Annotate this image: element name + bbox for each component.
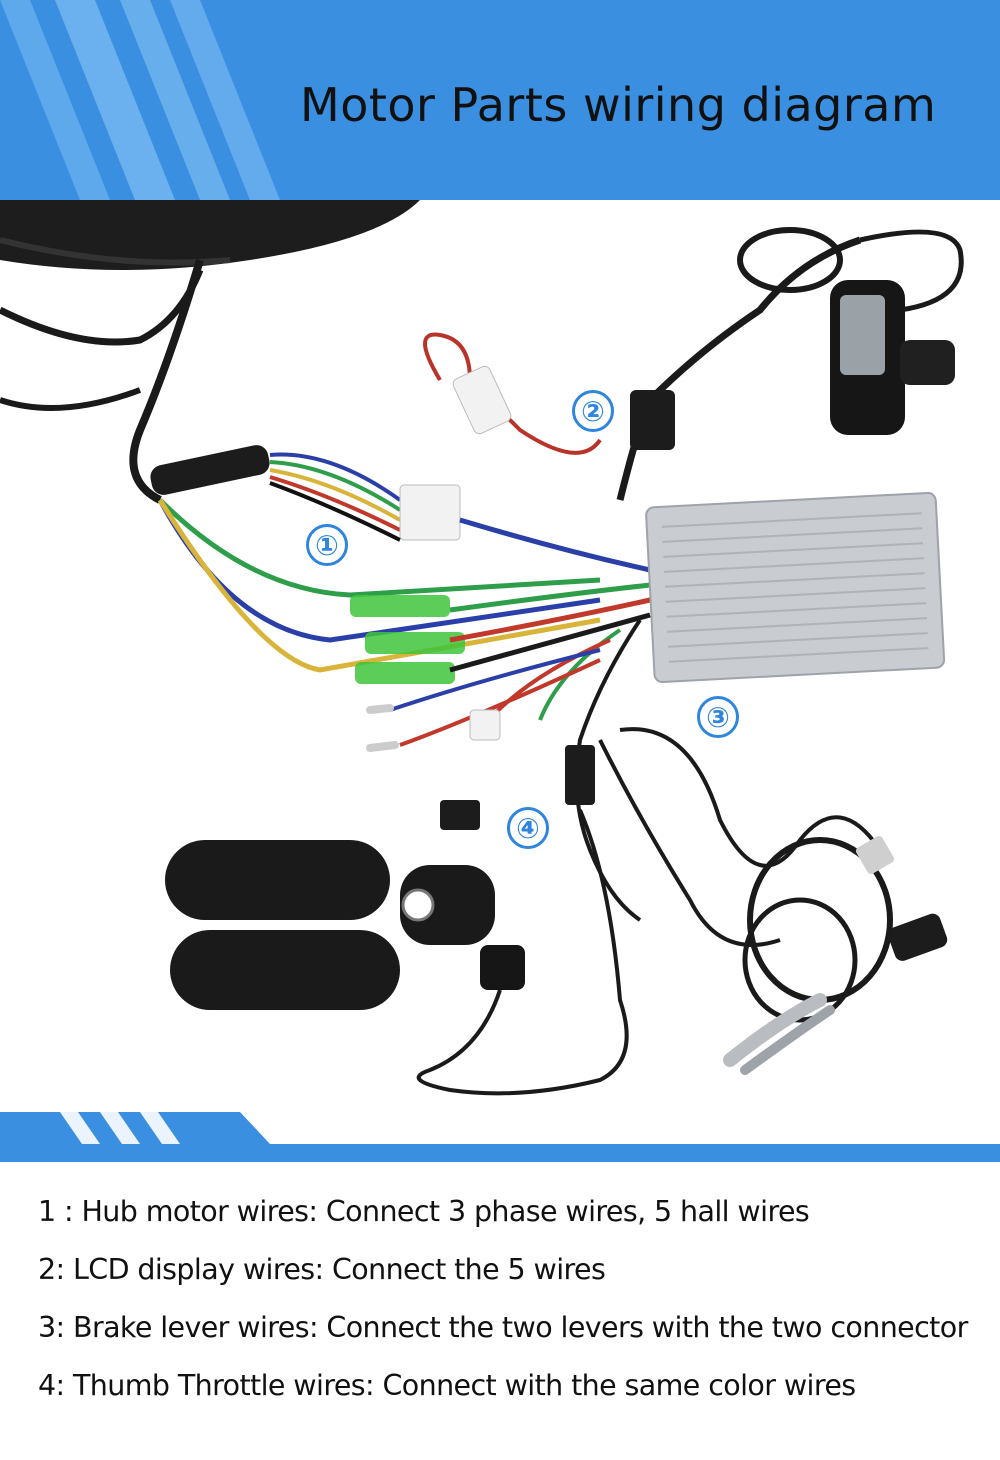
legend-item-3: 3: Brake lever wires: Connect the two le… [38, 1311, 968, 1344]
phase-connector [350, 595, 450, 617]
brake-levers [723, 835, 948, 1075]
hall-connector [399, 484, 461, 541]
thumb-throttle [400, 809, 629, 1096]
legend-item-4: 4: Thumb Throttle wires: Connect with th… [38, 1369, 856, 1402]
marker-3: ③ [697, 696, 739, 738]
header-banner: Motor Parts wiring diagram [0, 0, 1000, 200]
marker-2: ② [572, 390, 614, 432]
legend-list: 1 : Hub motor wires: Connect 3 phase wir… [38, 1183, 988, 1415]
controller-box [645, 491, 946, 684]
marker-4: ④ [507, 807, 549, 849]
motor-cable [129, 258, 204, 504]
lcd-connector [630, 390, 675, 450]
page-title: Motor Parts wiring diagram [300, 78, 937, 132]
marker-1: ① [306, 524, 348, 566]
hub-motor-tire [0, 200, 420, 270]
legend-item-1: 1 : Hub motor wires: Connect 3 phase wir… [38, 1195, 810, 1228]
left-grip [165, 840, 390, 920]
footer-stripe-bar [0, 1112, 1000, 1162]
phase-connector [355, 662, 455, 684]
footer-stripes [0, 1112, 1000, 1162]
wiring-photo: ① ② ③ ④ [0, 200, 1000, 1112]
banner-stripes [0, 0, 280, 200]
phase-connector [365, 632, 465, 654]
legend-item-2: 2: LCD display wires: Connect the 5 wire… [38, 1253, 606, 1286]
wiring-illustration [0, 200, 964, 1096]
right-grip [170, 930, 400, 1010]
